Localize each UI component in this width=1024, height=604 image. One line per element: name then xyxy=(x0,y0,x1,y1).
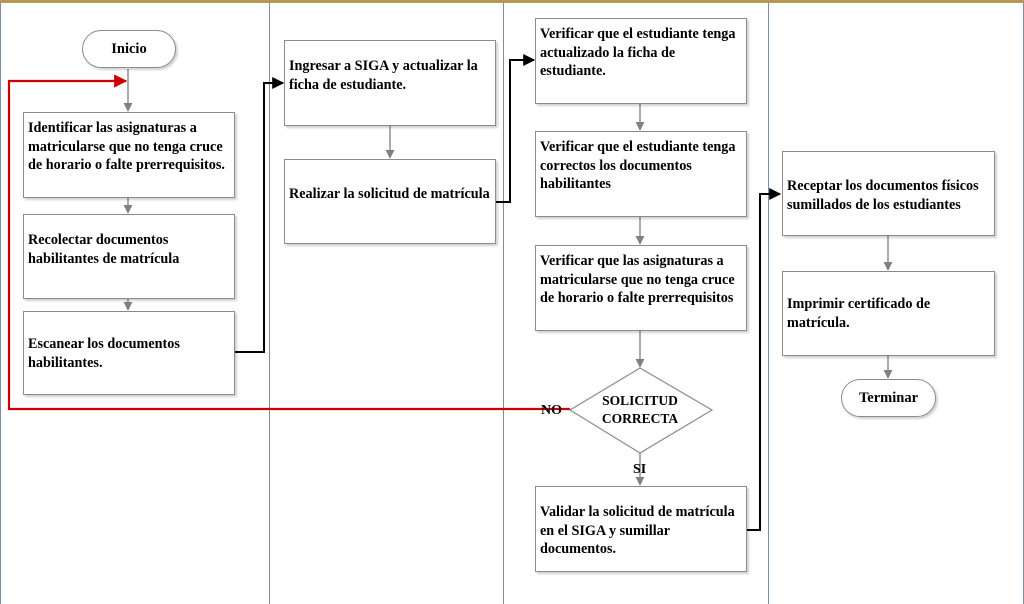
l1-step-scan-documents: Escanear los documentos habilitantes. xyxy=(23,311,235,395)
l2-step-update-siga: Ingresar a SIGA y actualizar la ficha de… xyxy=(284,40,496,126)
l3-step-verify-subjects: Verificar que las asignaturas a matricul… xyxy=(535,245,747,331)
swimlane-3 xyxy=(504,0,769,604)
decision-no-label: NO xyxy=(541,403,562,418)
decision-yes-label: SI xyxy=(633,462,647,477)
end-terminal: Terminar xyxy=(841,379,936,417)
connector-l1-to-l2 xyxy=(235,77,285,353)
loop-no-back-to-start xyxy=(7,74,570,411)
l4-step-receive-documents: Receptar los documentos físicos sumillad… xyxy=(782,151,995,236)
connector-l2-to-l3 xyxy=(496,54,536,203)
top-accent-line xyxy=(0,0,1024,3)
l2-step-request-enrollment: Realizar la solicitud de matrícula xyxy=(284,159,496,244)
l3-step-verify-student-record: Verificar que el estudiante tenga actual… xyxy=(535,18,747,104)
decision-text-line1: SOLICITUD xyxy=(602,393,678,408)
l3-step-validate-request: Validar la solicitud de matrícula en el … xyxy=(535,486,747,572)
l1-step-identify-subjects: Identificar las asignaturas a matricular… xyxy=(23,112,235,198)
connector-l3-to-l4 xyxy=(747,188,782,531)
l1-step-collect-documents: Recolectar documentos habilitantes de ma… xyxy=(23,214,235,299)
swimlane-2 xyxy=(270,0,504,604)
l3-step-verify-documents: Verificar que el estudiante tenga correc… xyxy=(535,131,747,217)
swimlane-1 xyxy=(0,0,270,604)
decision-diamond xyxy=(568,367,714,454)
start-terminal: Inicio xyxy=(82,30,176,68)
decision-text-line2: CORRECTA xyxy=(601,411,679,426)
l4-step-print-certificate: Imprimir certificado de matrícula. xyxy=(782,271,995,356)
